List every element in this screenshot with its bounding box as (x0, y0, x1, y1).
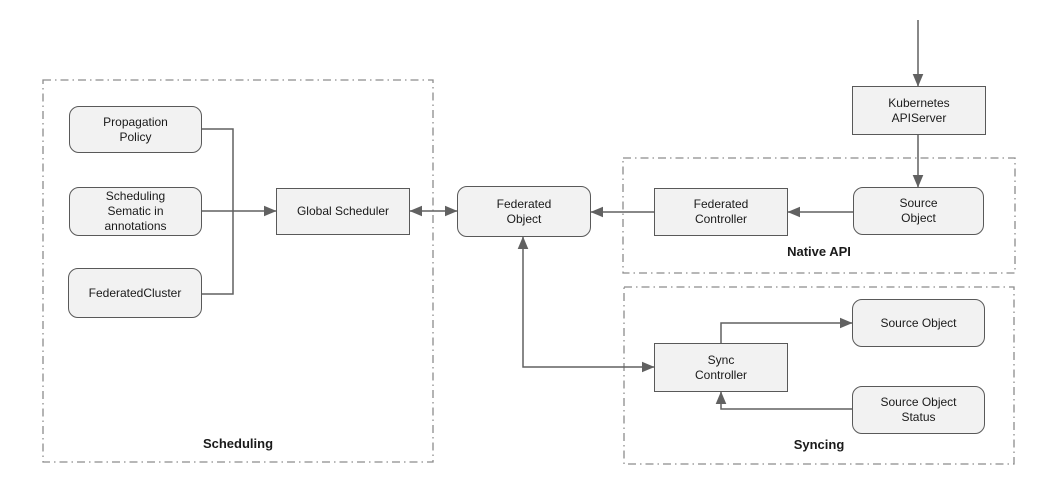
node-label: FederatedCluster (88, 285, 182, 300)
node-label: Source Object Status (880, 395, 957, 424)
node-label: Global Scheduler (296, 204, 390, 218)
arrow-federated-object-sync-controller-bidirectional (517, 236, 655, 373)
node-label: Federated Controller (693, 197, 749, 226)
arrow-source-object-status-to-sync-controller (715, 391, 852, 410)
native-api-group-box (622, 157, 1016, 274)
node-label: Kubernetes APIServer (888, 95, 950, 125)
syncing-group-box (623, 286, 1015, 465)
node-sync-controller: Sync Controller (654, 343, 788, 392)
node-kubernetes-apiserver: Kubernetes APIServer (852, 86, 986, 135)
arrow-sync-controller-to-source-object (720, 317, 853, 343)
node-global-scheduler: Global Scheduler (276, 188, 410, 235)
node-source-object-native-api: Source Object (853, 187, 984, 235)
native-api-group-label: Native API (787, 244, 851, 259)
node-label: Federated Object (496, 196, 552, 226)
node-label: Sync Controller (694, 352, 748, 382)
node-federated-controller: Federated Controller (654, 188, 788, 236)
node-federated-cluster: FederatedCluster (68, 268, 202, 318)
node-federated-object: Federated Object (457, 186, 591, 237)
node-source-object-syncing: Source Object (852, 299, 985, 347)
node-label: Source Object (899, 196, 938, 225)
syncing-group-label: Syncing (793, 437, 845, 452)
scheduling-group-label: Scheduling (202, 436, 274, 451)
node-propagation-policy: Propagation Policy (69, 106, 202, 153)
node-label: Propagation Policy (103, 114, 168, 144)
scheduling-group-box (42, 79, 434, 463)
node-source-object-status: Source Object Status (852, 386, 985, 434)
node-scheduling-sematic-annotations: Scheduling Sematic in annotations (69, 187, 202, 236)
node-label: Source Object (880, 315, 957, 330)
node-label: Scheduling Sematic in annotations (104, 189, 167, 233)
